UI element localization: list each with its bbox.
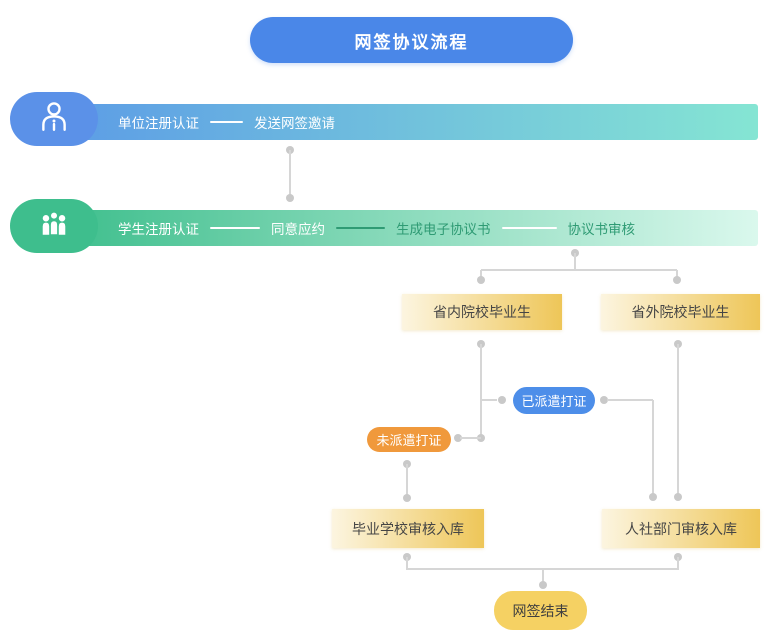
connector-outside-to-hr: [674, 340, 682, 501]
connector-notdispatched-to-school: [403, 460, 411, 502]
node-hr-review: 人社部门审核入库: [602, 509, 760, 548]
connector-merge-to-end: [403, 553, 682, 589]
connector-inside-branch: [454, 340, 506, 442]
node-dispatched: 已派遣打证: [513, 387, 595, 414]
student-process-bar: 学生注册认证 同意应约 生成电子协议书 协议书审核: [55, 210, 758, 246]
step-agreement-review: 协议书审核: [567, 222, 636, 237]
people-icon: [36, 209, 72, 244]
step-student-register: 学生注册认证: [118, 222, 199, 237]
step-unit-register: 单位注册认证: [118, 116, 199, 131]
connector-unit-to-student: [286, 146, 294, 202]
person-icon: [37, 100, 71, 139]
student-icon-badge: [10, 199, 98, 253]
node-end: 网签结束: [494, 591, 587, 630]
node-school-review: 毕业学校审核入库: [332, 509, 484, 548]
step-dash: [501, 227, 557, 229]
unit-icon-badge: [10, 92, 98, 146]
step-accept-offer: 同意应约: [271, 222, 325, 237]
connector-dispatched-to-hr: [600, 396, 657, 501]
step-dash: [210, 227, 260, 229]
node-province-inside: 省内院校毕业生: [402, 294, 562, 330]
connector-review-split: [477, 249, 681, 284]
step-generate-agreement: 生成电子协议书: [396, 222, 491, 237]
node-province-outside: 省外院校毕业生: [601, 294, 760, 330]
step-dash: [336, 227, 385, 229]
step-send-invite: 发送网签邀请: [254, 116, 335, 131]
unit-process-bar: 单位注册认证 发送网签邀请: [55, 104, 758, 140]
page-title: 网签协议流程: [250, 17, 573, 63]
node-not-dispatched: 未派遣打证: [367, 427, 451, 452]
step-dash: [210, 121, 243, 123]
